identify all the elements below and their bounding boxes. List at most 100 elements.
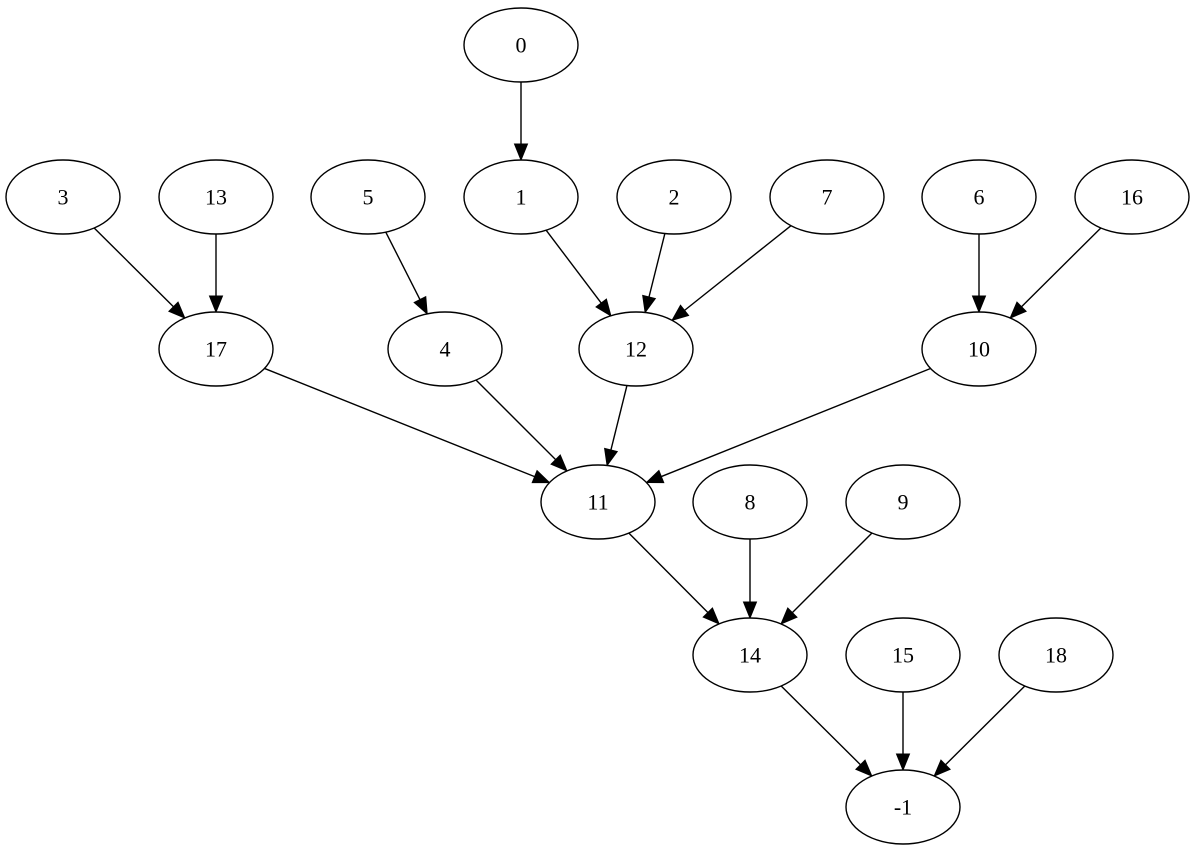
edge-18-to--1 [933,685,1026,777]
node-label: 6 [974,185,985,210]
edge-13-to-17 [208,234,224,314]
arrowhead-icon [550,454,568,472]
edge-15-to--1 [895,692,911,772]
node-ellipse [158,311,274,387]
edge-17-to-11 [264,367,551,484]
edge-16-to-10 [1009,227,1102,319]
node-ellipse [845,769,961,845]
node-label: 4 [440,337,451,362]
node-label: 7 [822,185,833,210]
node-ellipse [463,7,579,83]
node-label: 13 [205,185,227,210]
edge-line [661,367,931,478]
node-label: 16 [1121,185,1143,210]
edge-6-to-10 [971,234,987,314]
node-ellipse [769,159,885,235]
edge-7-to-12 [670,225,792,322]
node-label: 17 [205,337,227,362]
edges-layer [93,82,1102,777]
edge-line [648,233,666,298]
node-4: 4 [387,311,503,387]
node-label: 11 [587,490,608,515]
node-ellipse [845,617,961,693]
node-ellipse [692,617,808,693]
node-ellipse [578,311,694,387]
node-5: 5 [310,159,426,235]
node-ellipse [158,159,274,235]
edge-line [264,367,535,478]
node-13: 13 [158,159,274,235]
arrowhead-icon [895,753,911,772]
arrowhead-icon [413,295,428,316]
arrowhead-icon [604,447,619,467]
arrowhead-icon [780,607,798,625]
node-2: 2 [616,159,732,235]
edge-line [610,385,628,451]
node-0: 0 [463,7,579,83]
arrowhead-icon [531,469,551,484]
edge-8-to-14 [742,539,758,620]
node-ellipse [921,311,1037,387]
edge-line [684,225,792,311]
node-10: 10 [921,311,1037,387]
edge-11-to-14 [628,532,721,625]
arrowhead-icon [933,759,951,777]
edge-3-to-17 [93,227,186,319]
node-ellipse [463,159,579,235]
arrowhead-icon [513,143,529,162]
edge-line [628,532,709,614]
node-8: 8 [692,464,808,540]
edge-line [475,379,557,461]
edge-line [780,685,861,766]
edge-2-to-12 [642,233,666,314]
node-7: 7 [769,159,885,235]
node-ellipse [921,159,1037,235]
arrowhead-icon [670,304,690,322]
node-label: 5 [363,185,374,210]
edge-line [93,227,174,308]
node-ellipse [310,159,426,235]
edge-line [1021,227,1102,308]
node-3: 3 [5,159,121,235]
node-ellipse [5,159,121,235]
arrowhead-icon [971,295,987,314]
edge-12-to-11 [604,385,628,467]
node-label: 18 [1045,643,1067,668]
node-6: 6 [921,159,1037,235]
node-1: 1 [463,159,579,235]
edge-14-to--1 [780,685,873,777]
node-label: 8 [745,490,756,515]
node-ellipse [998,617,1114,693]
arrowhead-icon [1009,301,1027,319]
arrowhead-icon [642,294,657,314]
node-ellipse [387,311,503,387]
arrowhead-icon [208,295,224,314]
node-ellipse [616,159,732,235]
edge-4-to-11 [475,379,568,472]
node-ellipse [540,464,656,540]
node-11: 11 [540,464,656,540]
node-16: 16 [1074,159,1190,235]
node-label: 1 [516,185,527,210]
node-label: -1 [894,795,912,820]
edge-9-to-14 [780,532,873,625]
node-12: 12 [578,311,694,387]
arrowhead-icon [595,298,612,317]
node-ellipse [692,464,808,540]
node-label: 10 [968,337,990,362]
edge-line [945,685,1026,766]
arrowhead-icon [742,601,758,620]
edge-line [791,532,873,614]
node-label: 2 [669,185,680,210]
node-9: 9 [845,464,961,540]
node-15: 15 [845,617,961,693]
node--1: -1 [845,769,961,845]
node-ellipse [1074,159,1190,235]
node-label: 9 [898,490,909,515]
node-18: 18 [998,617,1114,693]
arrowhead-icon [855,759,873,777]
edge-0-to-1 [513,82,529,162]
edge-line [385,231,421,300]
node-17: 17 [158,311,274,387]
